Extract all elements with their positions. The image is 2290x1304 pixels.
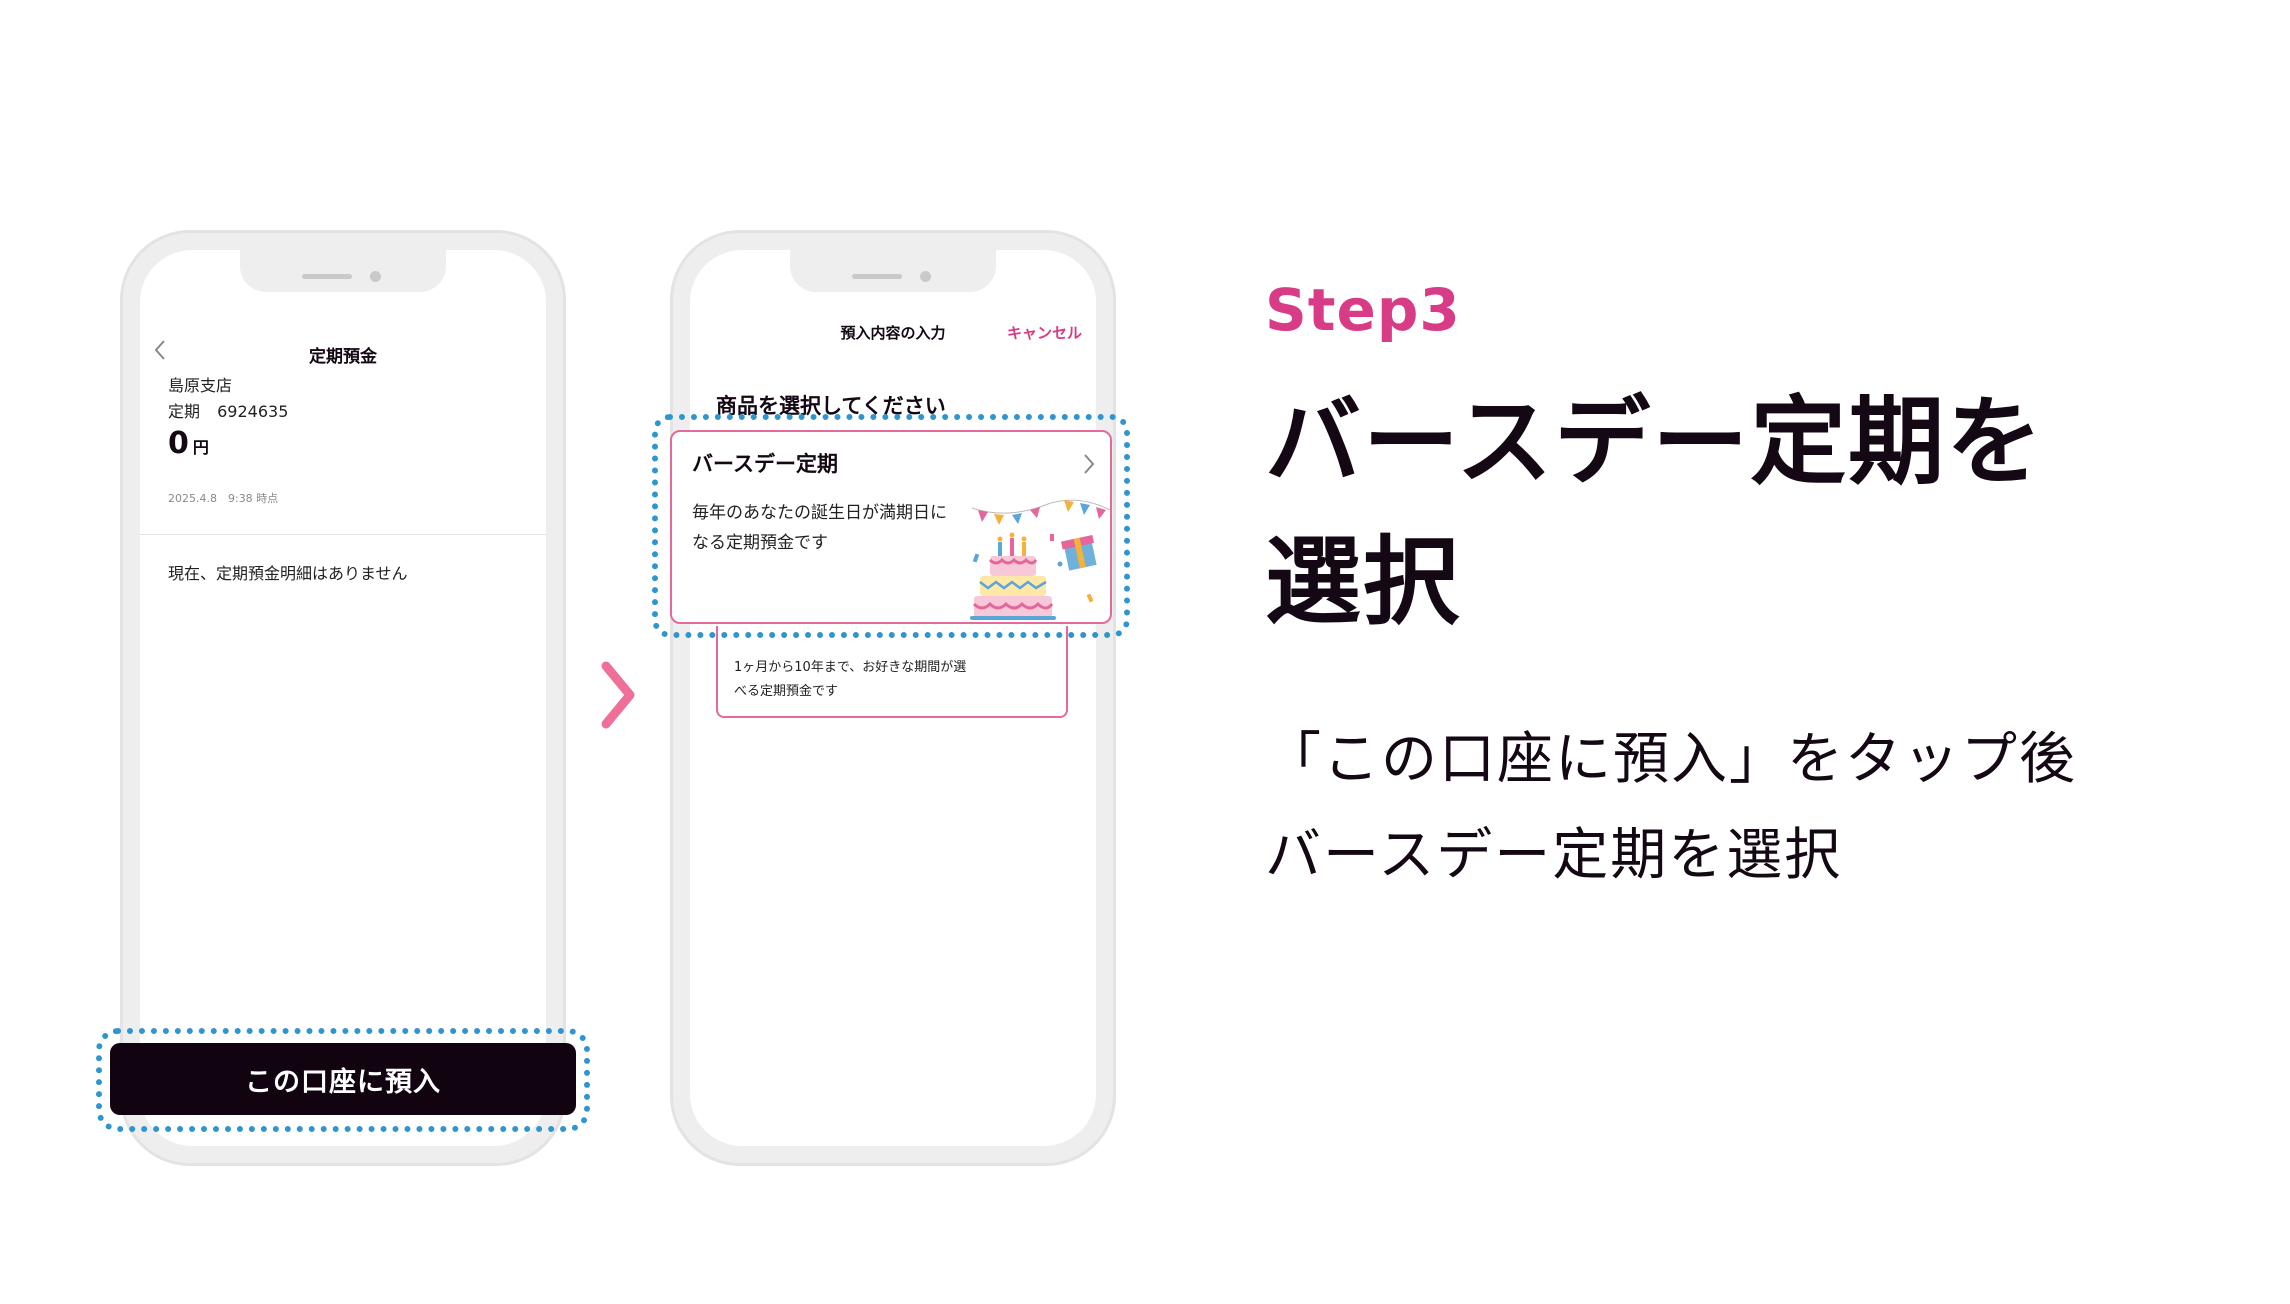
speaker-icon xyxy=(852,274,902,279)
page-title: 定期預金 xyxy=(309,347,377,367)
phone-notch xyxy=(790,250,996,292)
account-info: 定期 6924635 xyxy=(168,398,288,422)
account-type: 定期 xyxy=(168,402,201,421)
highlight-deposit-button xyxy=(96,1028,590,1132)
headline-line: バースデー定期を xyxy=(1265,386,2045,498)
camera-icon xyxy=(370,271,381,282)
highlight-birthday-card xyxy=(652,414,1130,638)
chevron-right-icon xyxy=(1084,454,1095,474)
instruction-body: 「この口座に預入」をタップ後 バースデー定期を選択 xyxy=(1265,712,2245,904)
back-chevron-icon[interactable] xyxy=(152,338,168,362)
product-card-birthday[interactable]: バースデー定期 毎年のあなたの誕生日が満期日になる定期預金です xyxy=(670,430,1112,624)
account-number: 6924635 xyxy=(217,402,289,421)
amount-value: 0 xyxy=(168,426,189,461)
instruction-headline: バースデー定期を 選択 xyxy=(1265,372,2165,652)
headline-line: 選択 xyxy=(1265,526,1461,638)
speaker-icon xyxy=(302,274,352,279)
amount-unit: 円 xyxy=(192,438,209,457)
next-arrow-icon xyxy=(601,661,635,729)
branch-name: 島原支店 xyxy=(168,376,233,395)
empty-message: 現在、定期預金明細はありません xyxy=(168,564,408,583)
step-label: Step3 xyxy=(1265,276,1461,344)
product-card-regular[interactable]: 1ヶ月から10年まで、お好きな期間が選べる定期預金です xyxy=(716,626,1068,718)
product-name: バースデー定期 xyxy=(692,452,838,476)
product-description: 毎年のあなたの誕生日が満期日になる定期預金です xyxy=(692,503,947,553)
body-line: 「この口座に預入」をタップ後 xyxy=(1265,727,2077,792)
camera-icon xyxy=(920,271,931,282)
body-line: バースデー定期を選択 xyxy=(1265,823,1843,888)
balance-timestamp: 2025.4.8 9:38 時点 xyxy=(168,492,279,505)
birthday-cake-icon xyxy=(970,499,1111,620)
product-description: 1ヶ月から10年まで、お好きな期間が選べる定期預金です xyxy=(734,660,967,699)
deposit-button[interactable]: この口座に預入 xyxy=(110,1043,576,1115)
page-title: 預入内容の入力 xyxy=(840,324,946,342)
phone-notch xyxy=(240,250,446,292)
divider xyxy=(140,534,546,535)
cancel-button[interactable]: キャンセル xyxy=(1006,324,1082,342)
